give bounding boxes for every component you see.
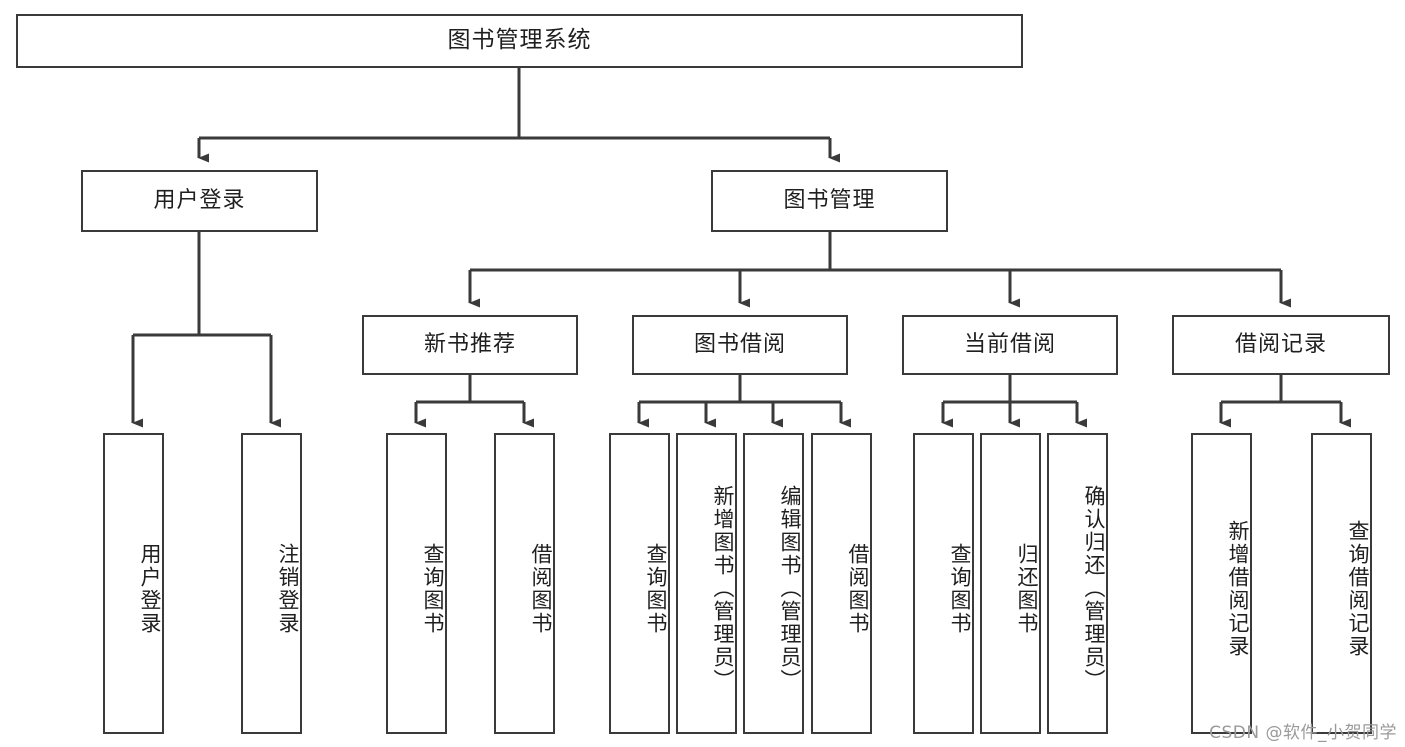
node-leaf-borrow-book-1: 借阅图书 — [494, 433, 555, 734]
node-borrow-record-label: 借阅记录 — [1234, 331, 1327, 357]
node-leaf-user-login: 用户登录 — [103, 433, 164, 734]
node-borrow-record: 借阅记录 — [1172, 315, 1390, 375]
node-leaf-add-record: 新增借阅记录 — [1191, 433, 1252, 734]
node-leaf-borrow-book-1-label: 借阅图书 — [529, 542, 553, 635]
node-leaf-query-record: 查询借阅记录 — [1311, 433, 1372, 734]
node-root-label: 图书管理系统 — [447, 27, 592, 54]
node-leaf-edit-book: 编辑图书（管理员） — [743, 433, 804, 734]
node-leaf-query-book-1: 查询图书 — [386, 433, 447, 734]
node-leaf-query-book-3-label: 查询图书 — [948, 542, 972, 635]
node-book-borrow: 图书借阅 — [632, 315, 848, 375]
node-leaf-logout: 注销登录 — [241, 433, 302, 734]
node-leaf-query-book-2: 查询图书 — [609, 433, 670, 734]
node-leaf-return-book: 归还图书 — [980, 433, 1041, 734]
watermark-text: CSDN @软件_小贺同学 — [1209, 723, 1397, 743]
node-leaf-confirm-return-label: 确认归还（管理员） — [1082, 485, 1106, 692]
node-leaf-add-book: 新增图书（管理员） — [676, 433, 737, 734]
node-leaf-edit-book-label: 编辑图书（管理员） — [778, 485, 802, 692]
node-current-borrow: 当前借阅 — [902, 315, 1118, 375]
node-leaf-user-login-label: 用户登录 — [138, 542, 162, 635]
node-leaf-query-book-1-label: 查询图书 — [421, 542, 445, 635]
node-leaf-return-book-label: 归还图书 — [1015, 542, 1039, 635]
node-book-borrow-label: 图书借阅 — [693, 331, 786, 357]
node-new-book-rec-label: 新书推荐 — [423, 331, 516, 357]
node-leaf-logout-label: 注销登录 — [276, 542, 300, 635]
node-user-login-label: 用户登录 — [153, 187, 246, 213]
node-new-book-rec: 新书推荐 — [362, 315, 578, 375]
node-leaf-borrow-book-2: 借阅图书 — [811, 433, 872, 734]
node-leaf-query-book-3: 查询图书 — [913, 433, 974, 734]
node-user-login: 用户登录 — [81, 170, 318, 232]
node-book-manage: 图书管理 — [711, 170, 948, 232]
node-leaf-confirm-return: 确认归还（管理员） — [1047, 433, 1108, 734]
node-leaf-borrow-book-2-label: 借阅图书 — [846, 542, 870, 635]
node-current-borrow-label: 当前借阅 — [963, 331, 1056, 357]
node-book-manage-label: 图书管理 — [783, 187, 876, 213]
node-leaf-add-book-label: 新增图书（管理员） — [711, 485, 735, 692]
node-leaf-add-record-label: 新增借阅记录 — [1226, 519, 1250, 658]
node-leaf-query-book-2-label: 查询图书 — [644, 542, 668, 635]
node-leaf-query-record-label: 查询借阅记录 — [1346, 519, 1370, 658]
node-root-system: 图书管理系统 — [16, 14, 1023, 68]
